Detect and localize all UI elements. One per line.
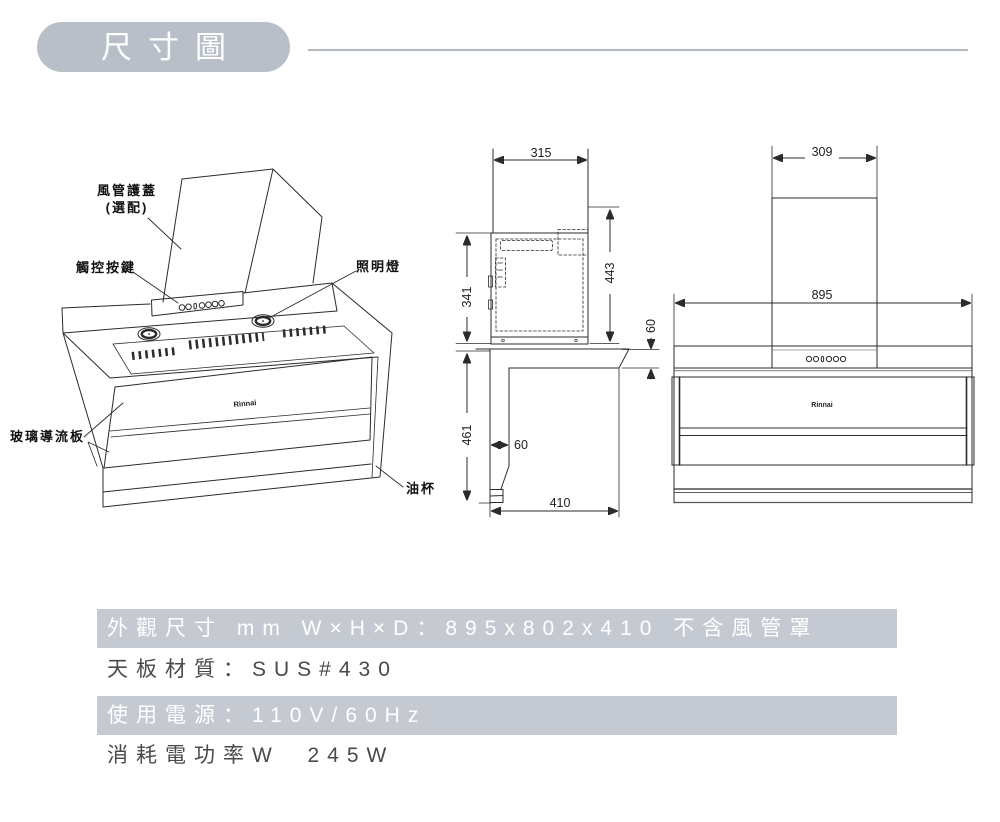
callout-duct-cover-line2: (選配) xyxy=(105,200,149,215)
header-divider-line xyxy=(308,49,968,51)
callout-duct-cover: 風管護蓋 (選配) xyxy=(88,182,166,216)
page-title-badge: 尺寸圖 xyxy=(37,22,290,72)
side-duct xyxy=(492,148,589,234)
side-internal-dashed xyxy=(495,229,589,332)
dim-443: 443 xyxy=(587,206,620,344)
front-duct xyxy=(771,197,878,347)
front-touch-buttons xyxy=(805,355,847,363)
dim-60-wall: 60 xyxy=(491,438,531,452)
spec-row-panel-material: 天板材質：SUS#430 xyxy=(107,658,398,681)
dim-309-label: 309 xyxy=(812,145,833,159)
dim-895: 895 xyxy=(673,287,973,347)
dim-443-label: 443 xyxy=(603,263,617,284)
front-view-drawing: 309 895 xyxy=(671,145,975,504)
touch-buttons-dots xyxy=(178,300,225,311)
callout-oil-cup: 油杯 xyxy=(406,481,437,496)
front-body: Rinnai xyxy=(671,345,975,504)
side-view-drawing: 315 341 443 60 461 xyxy=(455,146,660,518)
spec-row-power-supply: 使用電源：110V/60Hz xyxy=(97,696,897,735)
dim-60-shelf: 60 xyxy=(621,319,660,380)
side-shelf-profile xyxy=(475,348,630,504)
dim-461: 461 xyxy=(455,350,492,504)
callout-light: 照明燈 xyxy=(356,259,402,274)
glass-panel-3d: Rinnai xyxy=(103,356,373,469)
dim-341: 341 xyxy=(455,232,492,344)
vent-grille xyxy=(112,325,375,375)
side-body xyxy=(488,229,589,345)
brand-logo-3d: Rinnai xyxy=(233,398,257,409)
dim-341-label: 341 xyxy=(460,287,474,308)
dim-60-wall-label: 60 xyxy=(514,438,528,452)
dim-410: 410 xyxy=(489,367,620,518)
dim-315-label: 315 xyxy=(531,146,552,160)
callout-touch-buttons: 觸控按鍵 xyxy=(76,260,137,275)
callout-duct-cover-line1: 風管護蓋 xyxy=(96,183,157,198)
dim-309: 309 xyxy=(771,145,878,199)
callout-leaders xyxy=(83,217,404,488)
hood-body-outline xyxy=(61,282,393,508)
front-glass-panel xyxy=(671,376,975,466)
spec-row-dimensions: 外觀尺寸 mm W×H×D：895x802x410 不含風管罩 xyxy=(97,609,897,648)
dim-410-label: 410 xyxy=(550,496,571,510)
lamp-right xyxy=(251,314,275,328)
callout-glass-deflector: 玻璃導流板 xyxy=(10,429,86,444)
duct-cover-3d xyxy=(162,168,323,303)
dim-60-shelf-label: 60 xyxy=(644,319,658,333)
dim-895-label: 895 xyxy=(812,288,833,302)
dim-461-label: 461 xyxy=(460,425,474,446)
spec-row-power-consumption: 消耗電功率W 245W xyxy=(107,744,395,767)
control-panel-3d xyxy=(151,291,244,317)
hood-3d-drawing: Rinnai xyxy=(61,168,404,508)
brand-logo-front: Rinnai xyxy=(811,402,832,409)
dim-315: 315 xyxy=(494,146,587,160)
lamp-left xyxy=(137,327,161,341)
